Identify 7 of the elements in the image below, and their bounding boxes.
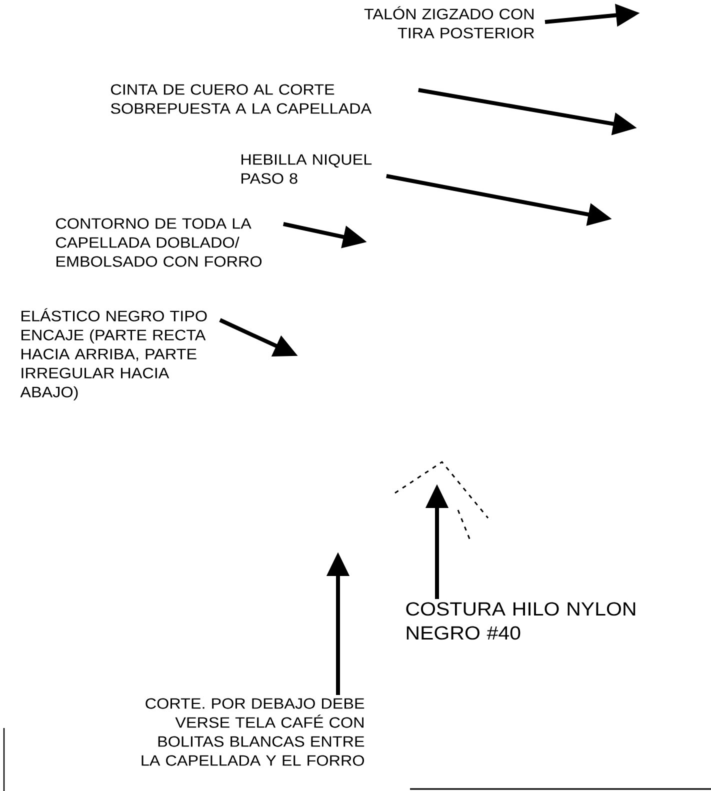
callout-text: CINTA DE CUERO AL CORTE SOBREPUESTA A LA CAPELLADA — [110, 84, 372, 114]
callout-text: CONTORNO DE TODA LA CAPELLADA DOBLADO/ EMBOLSADO CON FORRO — [56, 218, 262, 267]
callout-text: HEBILLA NIQUEL PASO 8 — [242, 154, 372, 184]
callout-text: CORTE. POR DEBAJO DEBE VERSE TELA CAFÉ CON BOLITAS BLANCAS ENTRE LA CAPELLADA Y EL FORRO — [142, 698, 364, 766]
callout-text: ELÁSTICO NEGRO TIPO ENCAJE (PARTE RECTA HACIA ARRIBA, PARTE IRREGULAR HACIA ABAJO) — [20, 308, 207, 400]
callout-text: TALÓN ZIGZADO CON TIRA POSTERIOR — [364, 6, 534, 38]
callout-text: COSTURA HILO NYLON NEGRO #40 — [406, 602, 636, 640]
